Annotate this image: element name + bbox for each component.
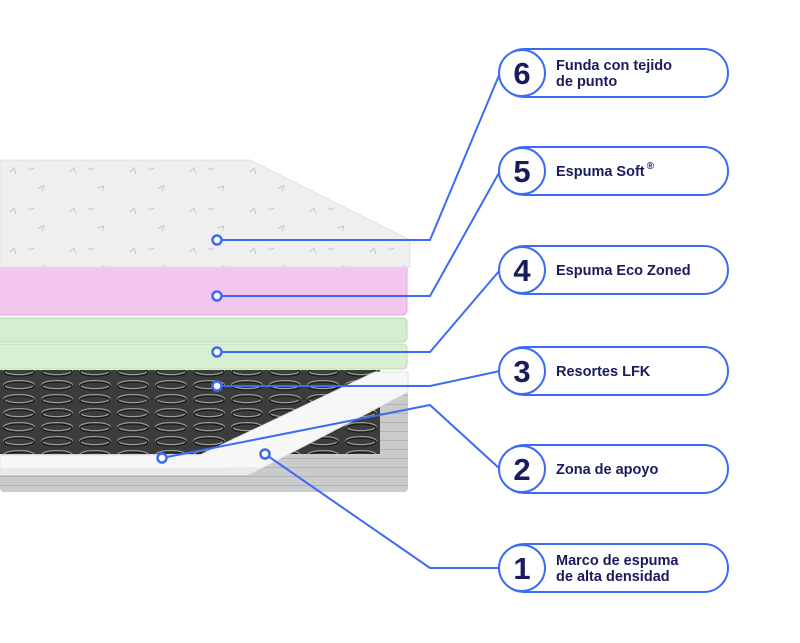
layer-number: 6: [513, 56, 530, 91]
layer-label-text: Funda con tejido: [556, 58, 672, 74]
layer-marker-dot: [211, 346, 223, 358]
layer-marker-dot: [259, 448, 271, 460]
number-badge: [498, 544, 546, 592]
leader-line: [264, 453, 500, 569]
layer-number: 5: [513, 154, 530, 189]
layer-label-4: 4 Espuma Eco Zoned: [498, 245, 729, 295]
number-badge: [498, 147, 546, 195]
knit-cover-layer: [0, 159, 411, 268]
layer-label-5: 5 Espuma Soft®: [498, 146, 729, 196]
number-badge: [498, 49, 546, 97]
leader-line: [217, 370, 501, 387]
layer-label-text: de punto: [556, 74, 617, 90]
leader-line: [161, 403, 501, 470]
number-badge: [498, 347, 546, 395]
layer-label-3: 3 Resortes LFK: [498, 346, 729, 396]
layer-label-text: Espuma Eco Zoned: [556, 263, 691, 279]
eco-zoned-foam-layer: [0, 317, 408, 370]
layer-label-text: Zona de apoyo: [556, 462, 658, 478]
layer-label-text: Espuma Soft: [556, 164, 645, 180]
layer-label-text: Marco de espuma: [556, 553, 679, 569]
layer-label-text: Resortes LFK: [556, 364, 651, 380]
layer-number: 2: [513, 452, 530, 487]
layer-number: 4: [513, 253, 531, 288]
layer-marker-dot: [211, 290, 223, 302]
leader-line: [217, 269, 501, 353]
layer-label-text: de alta densidad: [556, 569, 670, 585]
number-badge: [498, 445, 546, 493]
layer-marker-dot: [211, 234, 223, 246]
leader-line: [217, 72, 501, 241]
leader-lines: [156, 72, 501, 569]
layer-label-2: 2 Zona de apoyo: [498, 444, 729, 494]
soft-foam-layer: [0, 264, 408, 316]
number-badge: [498, 246, 546, 294]
layer-number: 1: [513, 551, 530, 586]
registered-mark: ®: [647, 161, 655, 172]
layer-marker-dot: [211, 380, 223, 392]
layer-number: 3: [513, 354, 530, 389]
leader-line: [217, 170, 501, 297]
layer-marker-dot: [156, 452, 168, 464]
